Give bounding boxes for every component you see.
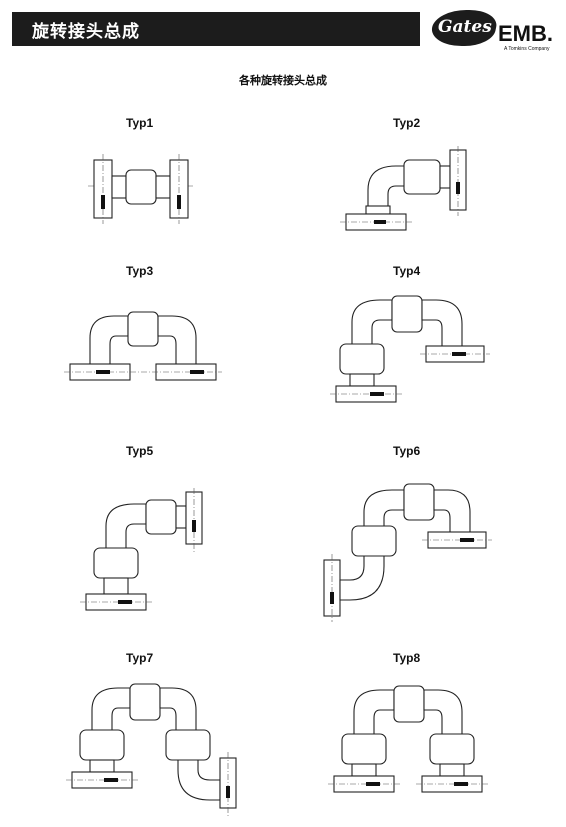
typ5-label: Typ5 <box>126 444 154 458</box>
typ6-label: Typ6 <box>393 444 421 458</box>
typ6-drawing <box>323 483 492 622</box>
typ7-drawing <box>66 683 237 816</box>
typ3-label: Typ3 <box>126 264 154 278</box>
typ3-drawing <box>64 311 222 381</box>
section-subtitle: 各种旋转接头总成 <box>239 74 327 87</box>
typ8-drawing <box>328 685 488 793</box>
typ5-drawing <box>80 488 203 611</box>
header-bar: 旋转接头总成 <box>12 12 420 46</box>
typ1-label: Typ1 <box>126 116 154 130</box>
gates-emb-logo: Gates EMB. A Tomkins Company <box>428 10 560 54</box>
typ2-drawing <box>340 146 467 231</box>
typ7-label: Typ7 <box>126 651 154 665</box>
typ4-label: Typ4 <box>393 264 421 278</box>
typ4-drawing <box>330 295 490 403</box>
page-title: 旋转接头总成 <box>32 22 140 42</box>
typ8-label: Typ8 <box>393 651 421 665</box>
typ1-drawing <box>88 154 195 224</box>
gates-logo-text: Gates <box>438 17 492 37</box>
typ2-label: Typ2 <box>393 116 421 130</box>
emb-logo-text: EMB. <box>498 21 553 46</box>
logo-tagline: A Tomkins Company <box>504 46 550 52</box>
